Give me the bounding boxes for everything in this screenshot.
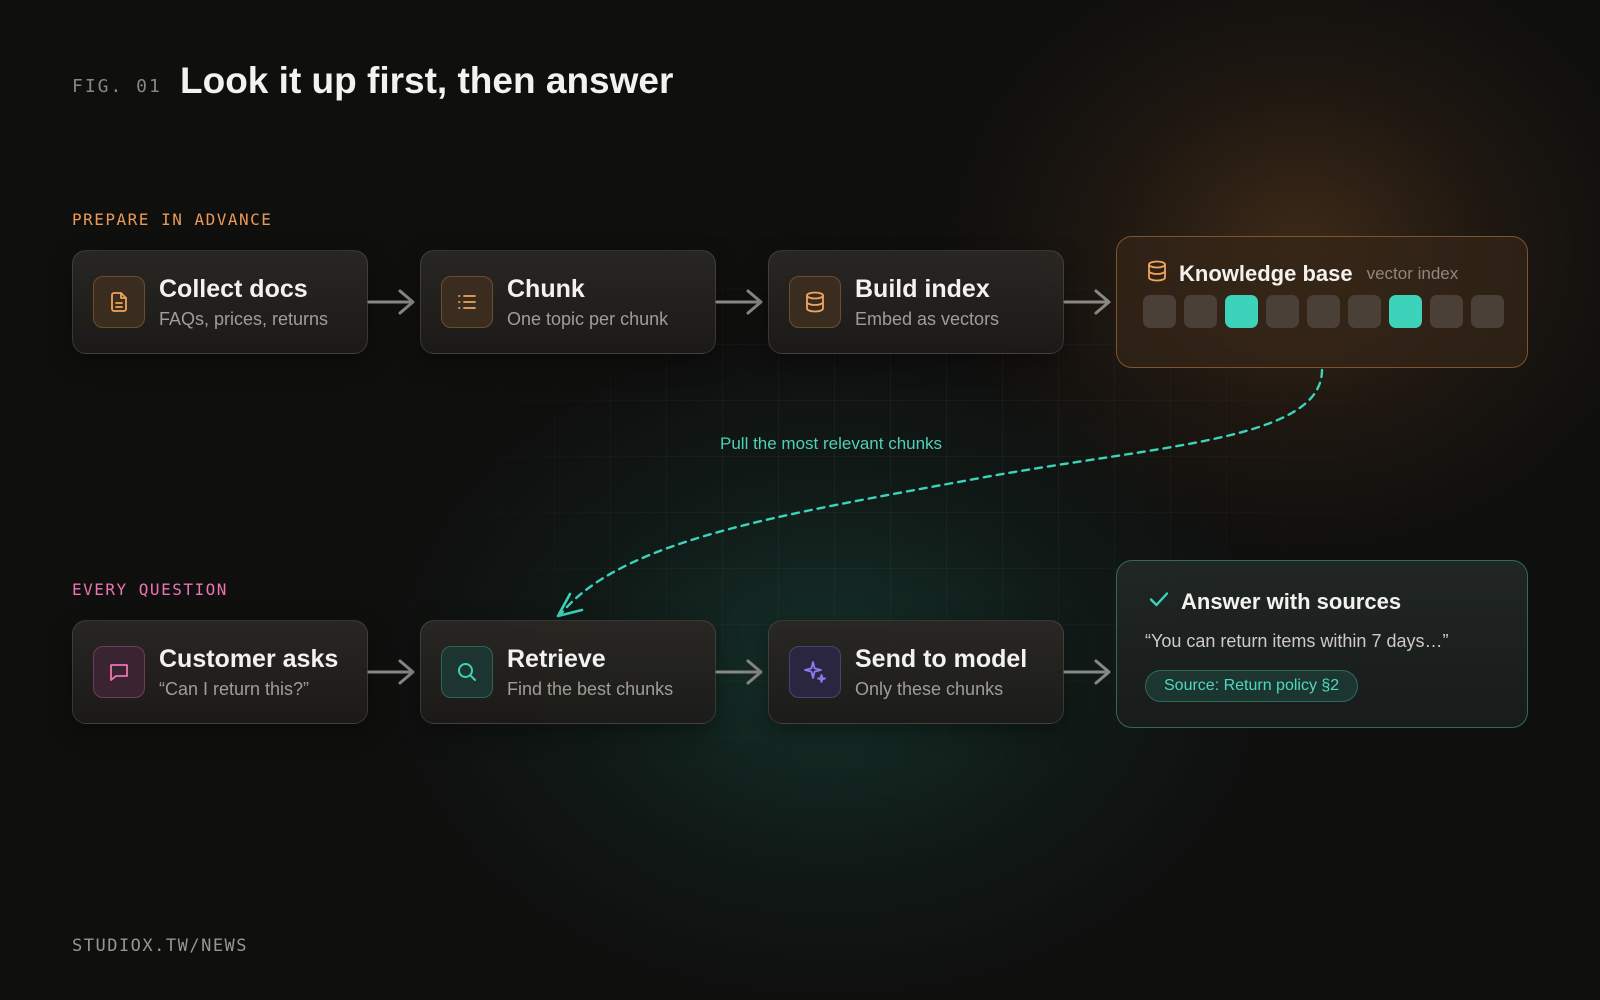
database-icon [789, 276, 841, 328]
background-grid [330, 120, 1480, 840]
vector-cell-highlighted [1225, 295, 1258, 328]
step-subtitle: Embed as vectors [855, 309, 1000, 329]
step-title: Send to model [855, 645, 1028, 673]
check-icon [1147, 587, 1171, 616]
step-title: Customer asks [159, 645, 339, 673]
step-title: Chunk [507, 275, 585, 303]
arrow-right-icon [715, 289, 763, 315]
step-title: Collect docs [159, 275, 308, 303]
source-badge: Source: Return policy §2 [1145, 670, 1359, 702]
arrow-right-icon [715, 659, 763, 685]
connector-label: Pull the most relevant chunks [720, 434, 943, 453]
arrow-right-icon [1063, 659, 1111, 685]
vector-cell-highlighted [1389, 295, 1422, 328]
step-retrieve: Retrieve Find the best chunks [420, 620, 716, 724]
knowledge-base-title: Knowledge base [1179, 260, 1353, 286]
step-collect-docs: Collect docs FAQs, prices, returns [72, 250, 368, 354]
step-subtitle: One topic per chunk [507, 309, 669, 329]
knowledge-base-tag: vector index [1366, 263, 1459, 283]
answer-panel: Answer with sources “You can return item… [1116, 560, 1528, 728]
step-subtitle: Find the best chunks [507, 679, 674, 699]
chat-bubble-icon [93, 646, 145, 698]
vector-cell [1266, 295, 1299, 328]
step-subtitle: “Can I return this?” [159, 679, 310, 699]
list-icon [441, 276, 493, 328]
step-customer-asks: Customer asks “Can I return this?” [72, 620, 368, 724]
step-subtitle: FAQs, prices, returns [159, 309, 329, 329]
step-title: Build index [855, 275, 990, 303]
answer-quote: “You can return items within 7 days…” [1145, 631, 1449, 651]
vector-cell [1143, 295, 1176, 328]
step-subtitle: Only these chunks [855, 679, 1004, 699]
database-icon [1145, 259, 1169, 288]
vector-cell [1184, 295, 1217, 328]
knowledge-base-panel: Knowledge base vector index [1116, 236, 1528, 368]
step-title: Retrieve [507, 645, 606, 673]
document-icon [93, 276, 145, 328]
step-send-to-model: Send to model Only these chunks [768, 620, 1064, 724]
section-label-every: EVERY QUESTION [72, 580, 228, 599]
arrow-right-icon [1063, 289, 1111, 315]
step-chunk: Chunk One topic per chunk [420, 250, 716, 354]
arrow-right-icon [367, 659, 415, 685]
vector-cell [1471, 295, 1504, 328]
footer-url: STUDIOX.TW/NEWS [72, 936, 249, 956]
figure-label: FIG. 01 [72, 76, 162, 97]
sparkle-icon [789, 646, 841, 698]
arrow-right-icon [367, 289, 415, 315]
search-icon [441, 646, 493, 698]
section-label-prepare: PREPARE IN ADVANCE [72, 210, 273, 229]
answer-title: Answer with sources [1181, 588, 1402, 614]
vector-cell [1348, 295, 1381, 328]
page-title: Look it up first, then answer [180, 60, 674, 101]
step-build-index: Build index Embed as vectors [768, 250, 1064, 354]
vector-cell [1430, 295, 1463, 328]
vector-cells [1143, 295, 1504, 328]
vector-cell [1307, 295, 1340, 328]
